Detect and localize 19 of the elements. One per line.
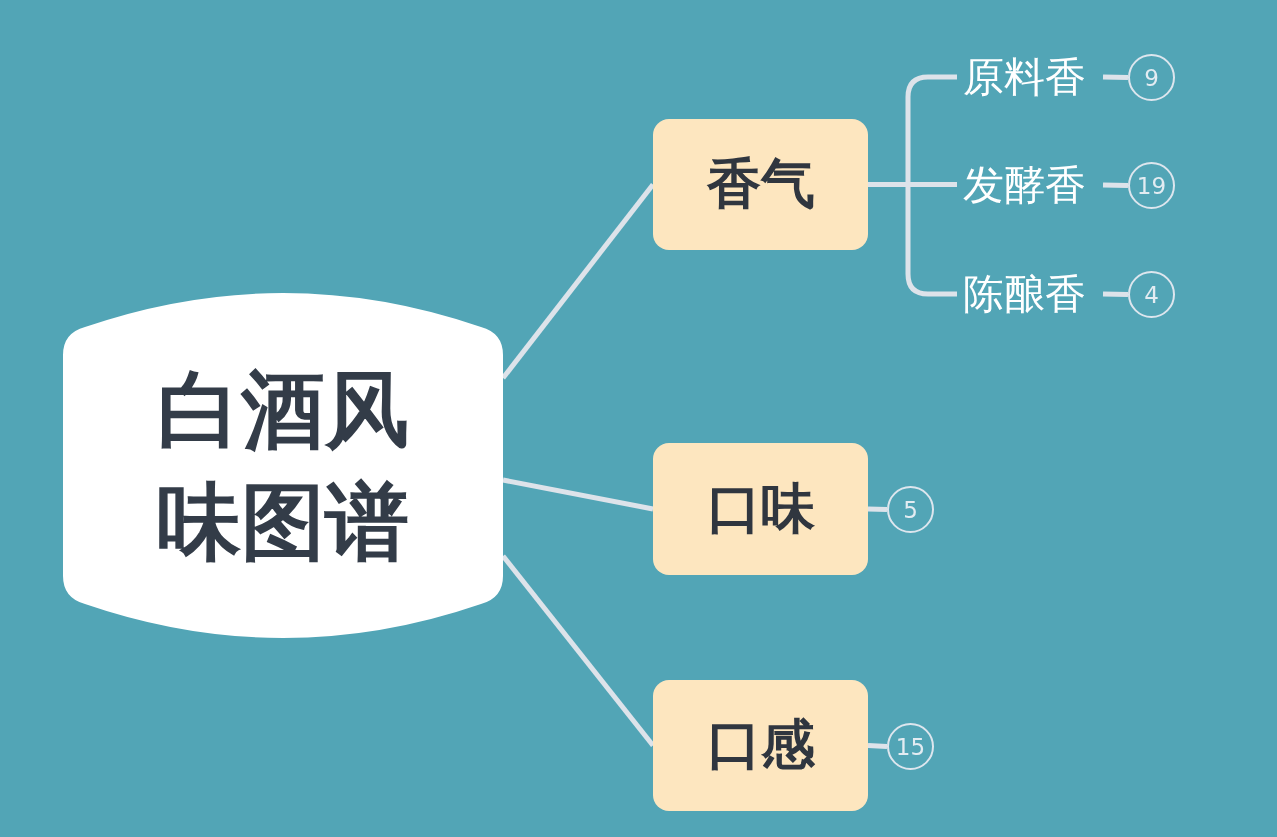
count-badge: 9 [1128,54,1175,101]
connector-line [867,506,888,512]
topic-box: 口感 [653,680,868,811]
subtopic-label: 发酵香 [957,160,1103,210]
connector-line [1102,74,1129,80]
connector-line [1102,182,1129,188]
connector-line [868,182,957,297]
topic-box: 香气 [653,119,868,250]
connector-line [867,743,888,749]
count-badge: 15 [887,723,934,770]
connector-line [502,477,654,512]
count-badge: 5 [887,486,934,533]
subtopic-label: 原料香 [957,52,1103,102]
count-badge: 19 [1128,162,1175,209]
subtopic-label: 陈酿香 [957,269,1103,319]
count-badge: 4 [1128,271,1175,318]
central-topic: 白酒风味图谱 [63,293,503,638]
connector-line [1102,291,1129,297]
topic-box: 口味 [653,443,868,575]
